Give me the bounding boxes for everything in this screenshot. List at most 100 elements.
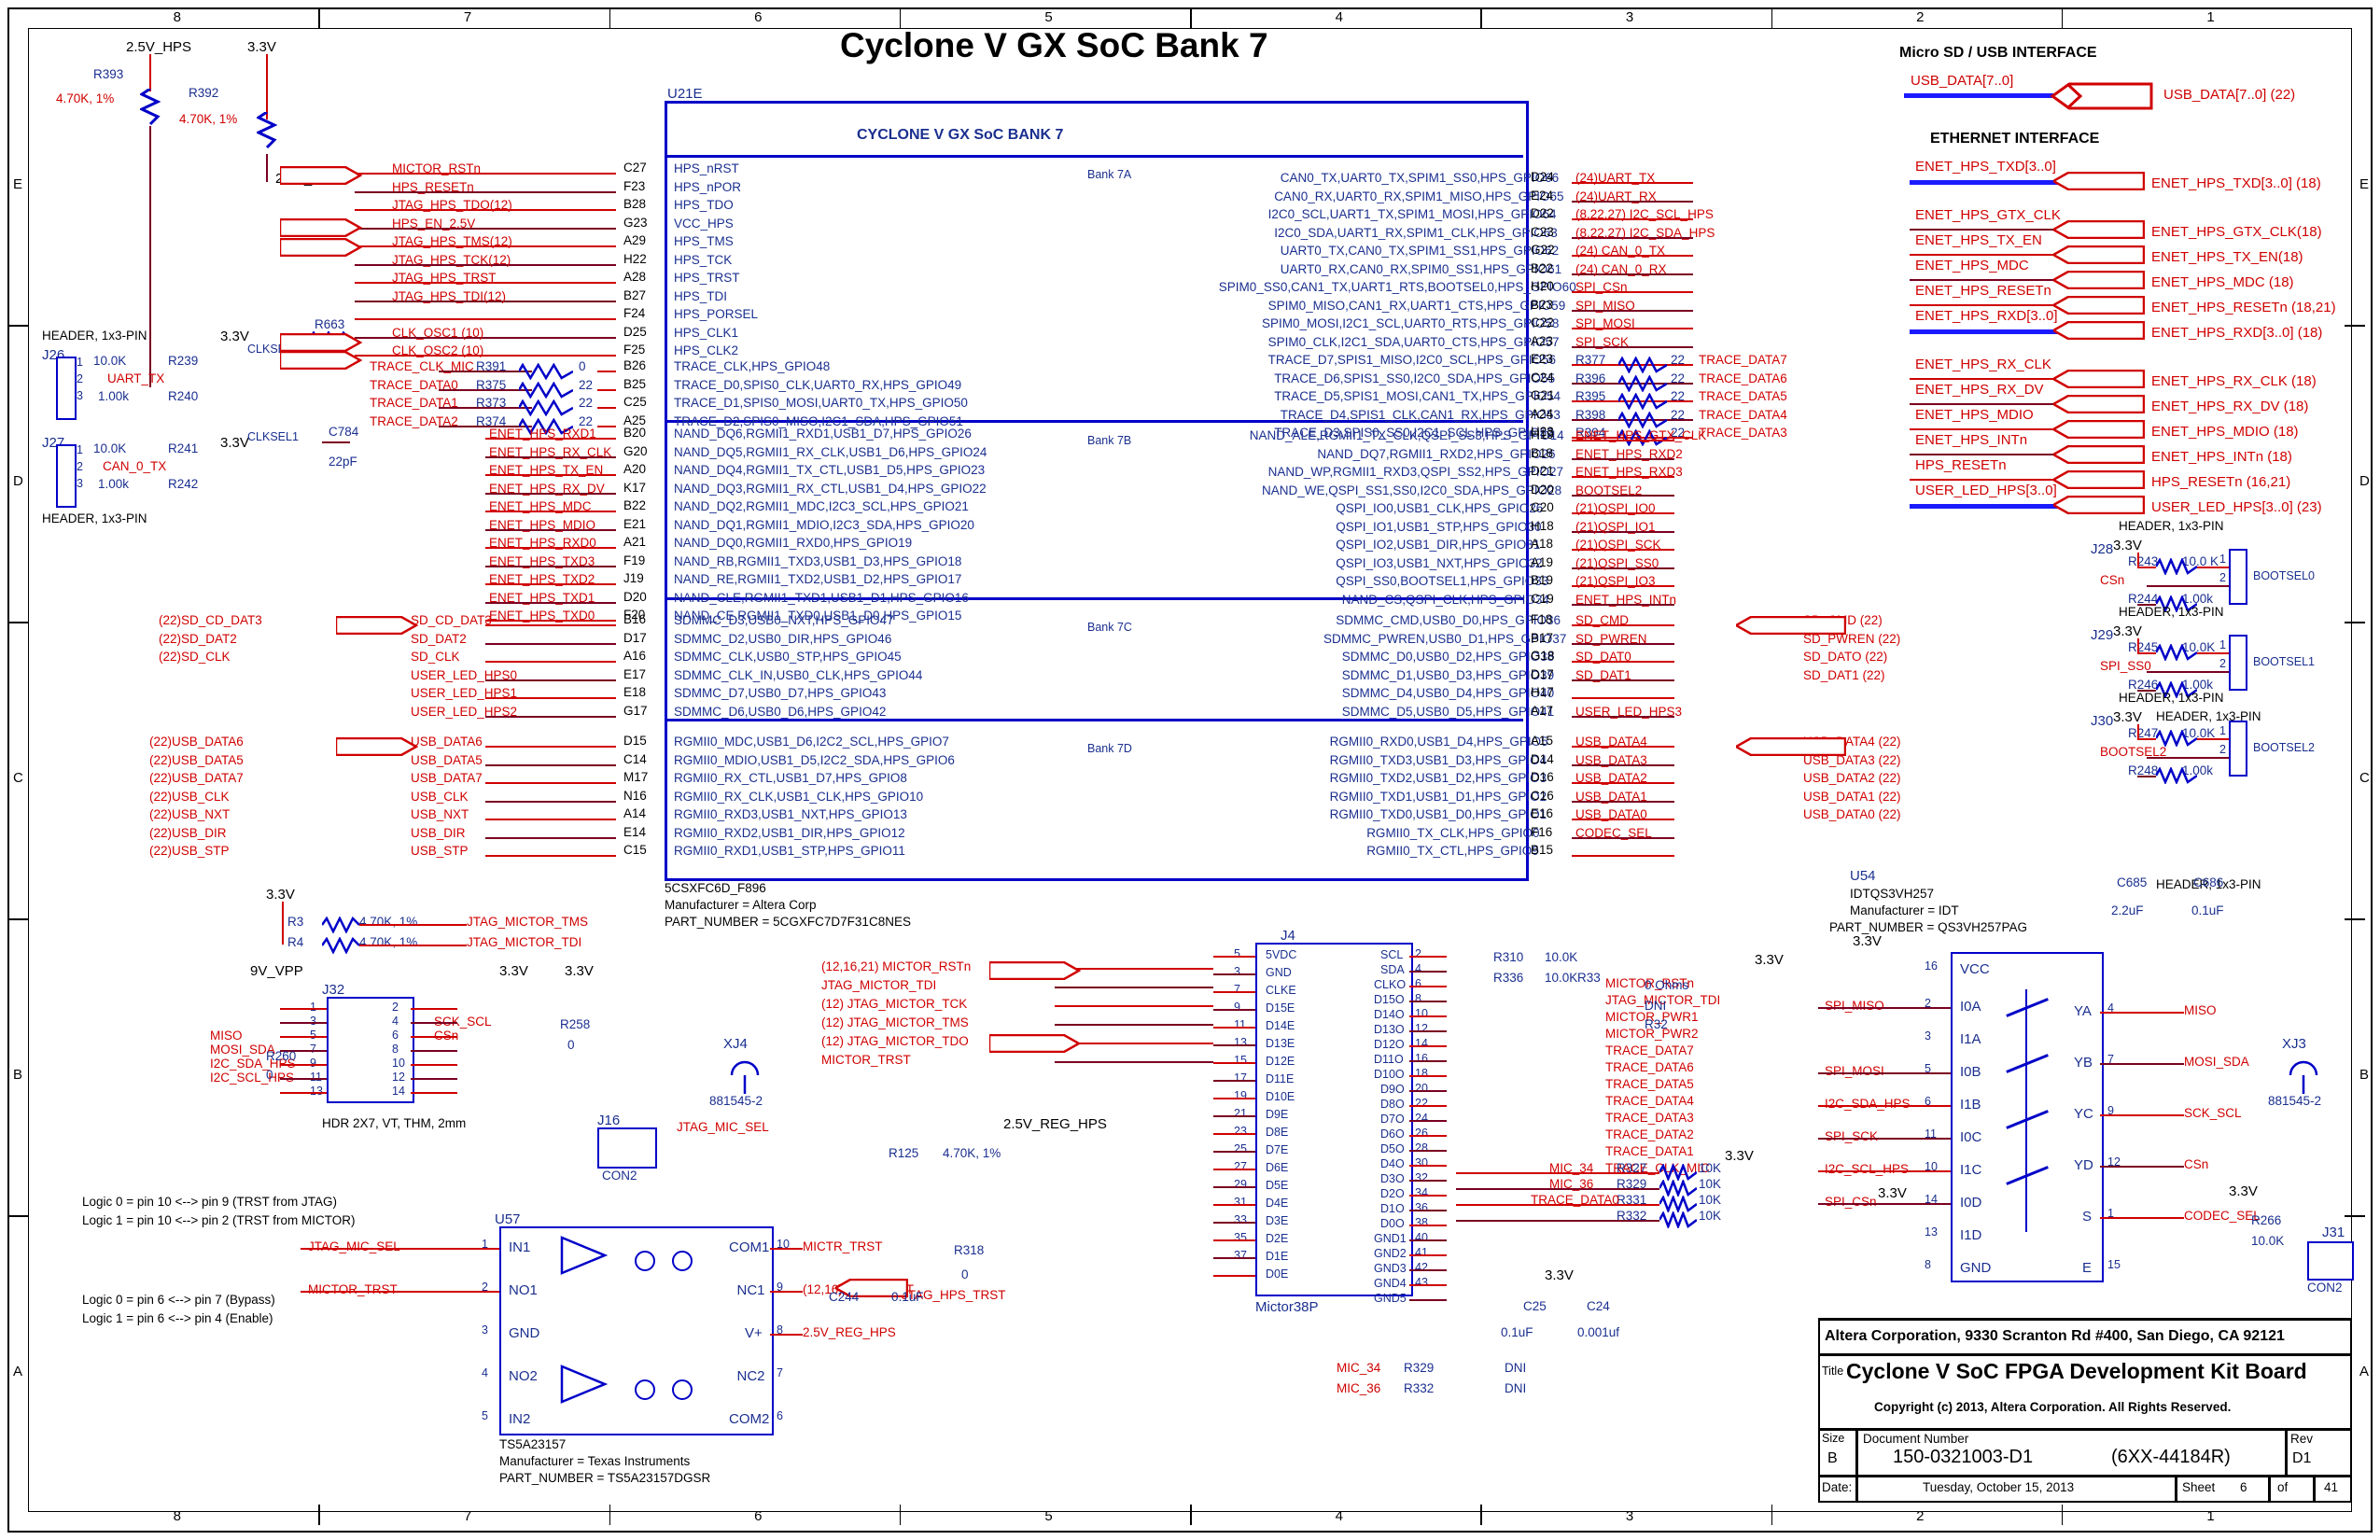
net-r3: JTAG_MICTOR_TMS xyxy=(467,915,589,929)
ref-trace-3: R374 xyxy=(476,413,507,428)
mic-lw-18 xyxy=(1213,1275,1255,1277)
rh-p1-1: 1 xyxy=(2219,638,2226,651)
pin-right7a-3: C23 xyxy=(1531,224,1554,239)
u54-rnet-4: CODEC_SEL xyxy=(2184,1209,2261,1223)
mic-rpin-8: 18 xyxy=(1415,1067,1428,1080)
mic-lpin-2: 7 xyxy=(1234,983,1240,996)
rh-resistor-top-2 xyxy=(2156,730,2197,747)
rh-body-2[interactable] xyxy=(2229,721,2247,777)
zone-tick-top-2 xyxy=(609,7,610,28)
u54-lw-4 xyxy=(1818,1105,1951,1107)
rh-ref-2: J30 xyxy=(2091,713,2114,729)
mic-lname-12: D6E xyxy=(1266,1161,1289,1174)
rh-p1-2: 1 xyxy=(2219,724,2226,737)
ref-r258: R258 xyxy=(560,1017,591,1031)
zone-row-left-B: B xyxy=(13,1067,23,1083)
wire-usb-4 xyxy=(485,819,616,820)
zone-col-bot-1: 1 xyxy=(2206,1508,2215,1524)
wire-right7b-5 xyxy=(1572,530,1674,533)
mic-rpin-7: 16 xyxy=(1415,1052,1428,1065)
net-right7a-5: (24) CAN_0_RX xyxy=(1575,261,1667,276)
ref-r329: R329 xyxy=(1404,1361,1435,1375)
pad-nand-4: NAND_DQ2,RGMII1_MDC,I2C3_SCL,HPS_GPIO21 xyxy=(674,499,969,513)
ref-xj3: XJ3 xyxy=(2282,1036,2306,1052)
pin-usb-0: D15 xyxy=(623,734,647,748)
netref-sd-2: (22)SD_CLK xyxy=(159,650,231,664)
net-right7d-1: USB_DATA3 xyxy=(1575,752,1647,767)
u57-rnet-2: 2.5V_REG_HPS xyxy=(803,1325,896,1339)
j32-rp-5: 12 xyxy=(392,1071,405,1084)
rh-w1-1 xyxy=(2137,652,2156,654)
mic-bv-0: 10K xyxy=(1699,1161,1722,1175)
u57-rw-2 xyxy=(770,1334,803,1336)
ref-r4: R4 xyxy=(287,935,304,949)
j31-body[interactable] xyxy=(2307,1241,2354,1281)
netref-right7d-2: USB_DATA2 (22) xyxy=(1803,771,1901,785)
u54-lpin-8: 13 xyxy=(1925,1225,1938,1239)
header-j27-body[interactable] xyxy=(56,444,77,508)
ref-j16: J16 xyxy=(597,1113,621,1128)
ref-r266: R266 xyxy=(2251,1213,2282,1227)
mic-lname-6: D12E xyxy=(1266,1055,1295,1068)
mic-lpin-1: 3 xyxy=(1234,965,1240,978)
header-j26-body[interactable] xyxy=(56,357,77,420)
mic-lname-15: D3E xyxy=(1266,1214,1289,1227)
j4-body[interactable] xyxy=(1255,943,1413,1296)
j32-rp-2: 6 xyxy=(392,1029,399,1042)
zone-tick-top-5 xyxy=(1480,7,1482,28)
rh-rtopv-1: 10.0K xyxy=(2182,640,2216,654)
u54-lname-8: I1D xyxy=(1960,1227,1982,1243)
wire-right7b-8 xyxy=(1572,585,1674,587)
u57-rname-1: NC1 xyxy=(736,1282,765,1298)
mic-lpin-11: 25 xyxy=(1234,1142,1247,1155)
wire-bl xyxy=(282,902,284,945)
mic-rpin-13: 28 xyxy=(1415,1141,1428,1155)
j32-wr-0 xyxy=(411,1008,457,1010)
u54-lpin-4: 6 xyxy=(1925,1095,1931,1108)
j32-lp-3: 7 xyxy=(310,1043,316,1056)
pin-right7d-4: E16 xyxy=(1531,806,1554,820)
pad-usb-6: RGMII0_RXD1,USB1_STP,HPS_GPIO11 xyxy=(674,844,905,858)
wire-right7a-4 xyxy=(1572,255,1693,257)
val-r336: 10.0K xyxy=(1545,971,1578,985)
wire-c784 xyxy=(322,441,350,443)
net-nand-1: ENET_HPS_RX_CLK xyxy=(489,444,612,459)
netref-sd-1: (22)SD_DAT2 xyxy=(159,631,237,646)
u54-lname-9: GND xyxy=(1960,1260,1992,1276)
u57-lpin-2: 3 xyxy=(482,1323,488,1337)
rh-body-1[interactable] xyxy=(2229,635,2247,691)
pin-left-2: B28 xyxy=(623,197,647,211)
rh-title-2: HEADER, 1x3-PIN xyxy=(2119,691,2224,705)
tb-rev-label: Rev xyxy=(2290,1432,2314,1446)
net-nand-7: ENET_HPS_TXD3 xyxy=(489,553,595,568)
zone-rtick-l-2 xyxy=(7,622,28,623)
ref-r663: R663 xyxy=(315,317,345,331)
net-r4: JTAG_MICTOR_TDI xyxy=(467,935,582,949)
enet-net-right-3: ENET_HPS_MDC (18) xyxy=(2151,274,2294,290)
net-usb-3: USB_CLK xyxy=(411,789,469,804)
header-j27-pin3: 3 xyxy=(77,477,83,490)
pad-right7a-6: SPIM0_SS0,CAN1_TX,UART1_RTS,BOOTSEL0,HPS… xyxy=(1218,280,1576,294)
zone-col-top-2: 2 xyxy=(1916,9,1925,25)
j16-body[interactable] xyxy=(597,1127,657,1169)
wire-enet-1 xyxy=(1910,229,2059,231)
chip-part-line1: 5CSXFC6D_F896 xyxy=(665,881,766,895)
port-enet-6 xyxy=(2053,370,2145,388)
zone-col-bot-6: 6 xyxy=(754,1508,763,1524)
port-mictor-rstn xyxy=(989,961,1081,980)
pad-right7d-0: RGMII0_RXD0,USB1_D4,HPS_GPIO5 xyxy=(1329,735,1548,749)
rh-body-0[interactable] xyxy=(2229,549,2247,605)
enet-net-right-7: ENET_HPS_RX_DV (18) xyxy=(2151,399,2309,414)
mic-rname-7: D11O xyxy=(1374,1053,1404,1066)
u54-lname-7: I0D xyxy=(1960,1195,1982,1211)
pin-usb-1: C14 xyxy=(623,751,647,766)
ref-c24: C24 xyxy=(1587,1299,1610,1313)
pad-left-5: HPS_TCK xyxy=(674,252,733,267)
pad-nand-1: NAND_DQ5,RGMII1_RX_CLK,USB1_D6,HPS_GPIO2… xyxy=(674,444,987,459)
pin-left-9: D25 xyxy=(623,324,647,339)
chip-u21e-body[interactable] xyxy=(665,101,1529,881)
chip-ref: U21E xyxy=(667,86,703,102)
zone-row-right-E: E xyxy=(2359,176,2370,192)
zone-col-top-5: 5 xyxy=(1044,9,1053,25)
j32-body[interactable] xyxy=(327,997,414,1103)
